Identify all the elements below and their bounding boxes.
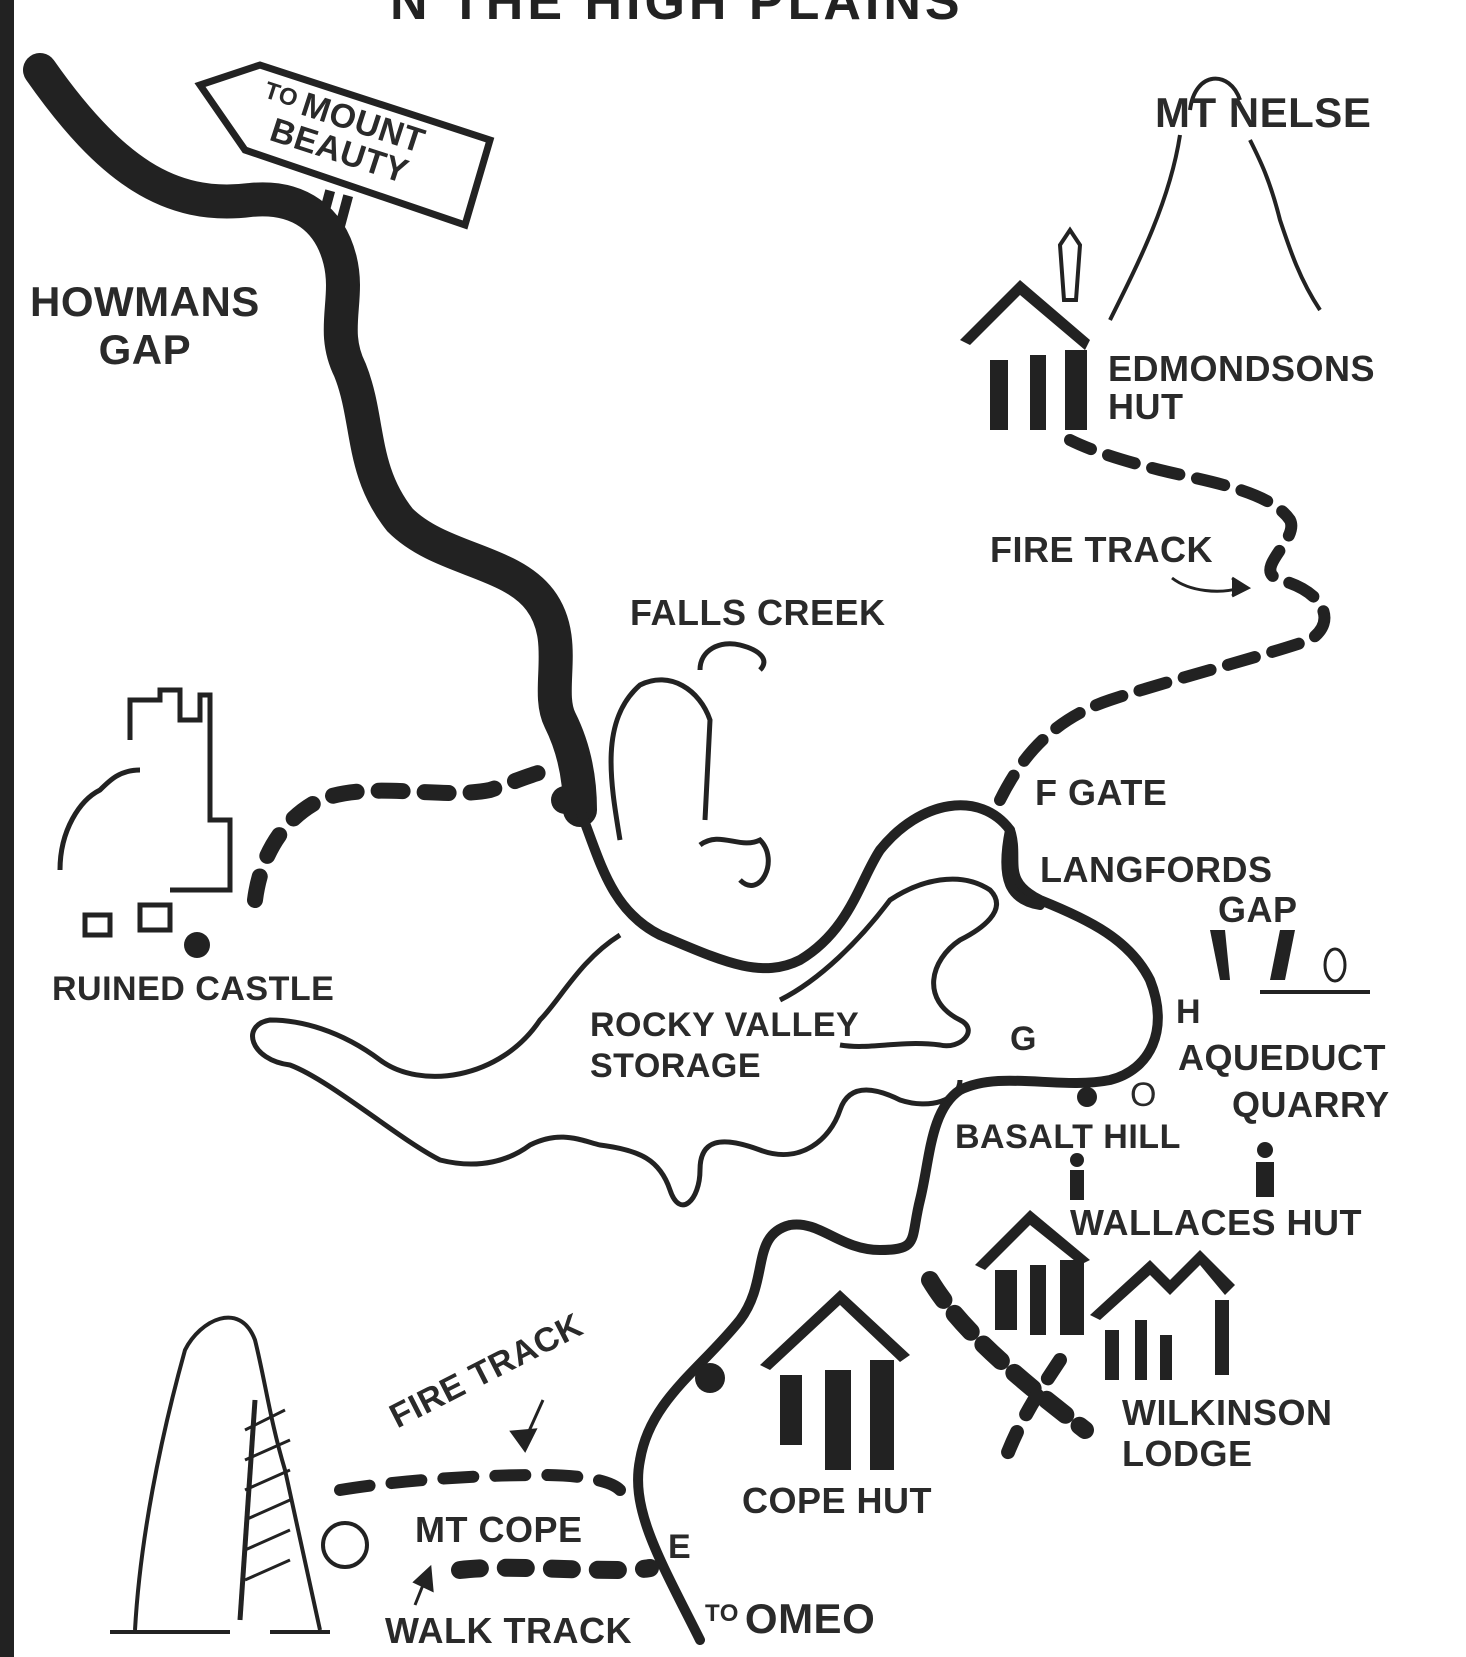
label-howmans-gap: HOWMANS GAP bbox=[30, 278, 260, 375]
edmondsons-hut-illustration bbox=[960, 226, 1090, 430]
mt-nelse-illustration bbox=[1108, 76, 1322, 321]
label-lodge: LODGE bbox=[1122, 1433, 1253, 1475]
fire-track-south bbox=[334, 1468, 626, 1496]
ruined-castle-track bbox=[247, 762, 563, 908]
label-langfords-gap-2: GAP bbox=[1218, 888, 1298, 930]
wilkinson-track-2 bbox=[998, 1353, 1067, 1467]
signpost-mount-beauty bbox=[194, 61, 495, 236]
walk-track bbox=[451, 1558, 659, 1580]
fire-track-arrow-north bbox=[1171, 576, 1252, 598]
label-howmans: HOWMANS bbox=[30, 278, 260, 325]
label-omeo: OMEO bbox=[744, 1595, 876, 1642]
signpost-prefix: TO bbox=[261, 76, 302, 114]
mt-cope-illustration bbox=[110, 1315, 369, 1634]
main-road-north bbox=[23, 53, 597, 827]
rocky-valley-storage-outline bbox=[250, 876, 999, 1208]
label-gap: GAP bbox=[98, 326, 192, 374]
label-mt-cope: MT COPE bbox=[415, 1509, 583, 1550]
label-rocky-valley-storage: ROCKY VALLEY STORAGE bbox=[590, 1005, 859, 1087]
label-langfords-gap: LANGFORDS GAP bbox=[1040, 850, 1298, 929]
wilkinson-track-1 bbox=[921, 1271, 1094, 1439]
label-cope-hut: COPE HUT bbox=[742, 1480, 933, 1521]
label-quarry: QUARRY bbox=[1232, 1084, 1390, 1125]
label-rocky-valley: ROCKY VALLEY bbox=[590, 1006, 860, 1044]
ruined-castle-illustration bbox=[57, 687, 233, 938]
label-wilkinson: WILKINSON bbox=[1122, 1392, 1333, 1433]
falls-creek-illustration bbox=[608, 641, 771, 888]
label-aqueduct: AQUEDUCT bbox=[1178, 1037, 1386, 1078]
aqueduct-line bbox=[1001, 825, 1045, 910]
fire-track-arrow-south bbox=[509, 1399, 545, 1453]
label-falls-creek: FALLS CREEK bbox=[630, 592, 886, 633]
ruined-castle-marker bbox=[184, 932, 210, 958]
label-marker-e: E bbox=[668, 1528, 692, 1566]
langfords-gap-illustration bbox=[1210, 930, 1370, 994]
label-marker-h: H bbox=[1176, 993, 1202, 1031]
label-marker-g: G bbox=[1010, 1020, 1037, 1058]
label-wallaces-hut: WALLACES HUT bbox=[1070, 1202, 1362, 1243]
label-to-omeo-prefix: TO bbox=[705, 1600, 739, 1627]
label-edmondsons: EDMONDSONS bbox=[1108, 348, 1376, 389]
label-hut: HUT bbox=[1108, 385, 1184, 427]
label-edmondsons-hut: EDMONDSONS HUT bbox=[1108, 350, 1375, 426]
main-road-south bbox=[575, 800, 1163, 1645]
wallaces-hut-illustration bbox=[975, 1142, 1274, 1335]
label-fire-track-north: FIRE TRACK bbox=[990, 529, 1213, 570]
map-frame-left-border bbox=[0, 0, 14, 1657]
label-mt-nelse: MT NELSE bbox=[1155, 89, 1372, 136]
label-langfords: LANGFORDS bbox=[1040, 849, 1273, 890]
label-f-gate: F GATE bbox=[1035, 772, 1168, 813]
walk-track-arrow bbox=[412, 1564, 434, 1606]
label-marker-o: O bbox=[1130, 1076, 1157, 1114]
wilkinson-lodge-illustration bbox=[1090, 1250, 1235, 1380]
label-ruined-castle: RUINED CASTLE bbox=[52, 970, 335, 1008]
label-walk-track: WALK TRACK bbox=[385, 1610, 632, 1651]
fire-track-north bbox=[994, 434, 1331, 806]
cope-hut-illustration bbox=[760, 1290, 910, 1470]
falls-creek-marker bbox=[551, 786, 579, 814]
basalt-hill-marker bbox=[1077, 1087, 1097, 1107]
label-basalt-hill: BASALT HILL bbox=[955, 1118, 1181, 1156]
map-title: N THE HIGH PLAINS bbox=[390, 0, 964, 31]
label-wilkinson-lodge: WILKINSON LODGE bbox=[1122, 1392, 1332, 1475]
label-storage: STORAGE bbox=[590, 1046, 762, 1085]
cope-road-marker bbox=[695, 1363, 725, 1393]
